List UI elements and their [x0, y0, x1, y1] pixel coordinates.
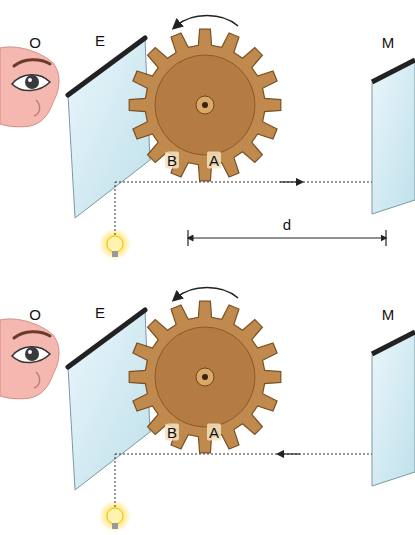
toothed-wheel: [129, 29, 281, 181]
wheel-axle: [202, 102, 208, 108]
top-panel: [0, 16, 415, 261]
dimension-label: d: [281, 216, 293, 233]
wheel-disc: [155, 55, 255, 155]
mirror-label: M: [380, 34, 397, 51]
observer-label: O: [27, 306, 43, 323]
mirror-label: M: [380, 306, 397, 323]
mirror-label: E: [93, 32, 107, 49]
observer-label: O: [27, 34, 43, 51]
wheel-disc: [155, 327, 255, 427]
tooth-label: B: [165, 424, 179, 441]
tooth-label: A: [207, 152, 221, 169]
wheel-teeth: [129, 29, 281, 181]
wheel-axle: [202, 374, 208, 380]
toothed-wheel: [129, 301, 281, 453]
tooth-label: B: [165, 152, 179, 169]
wheel-teeth: [129, 301, 281, 453]
wheel-hub: [196, 368, 214, 386]
tooth-label: A: [207, 424, 221, 441]
wheel-hub: [196, 96, 214, 114]
bottom-panel: [0, 288, 415, 533]
mirror-label: E: [93, 304, 107, 321]
